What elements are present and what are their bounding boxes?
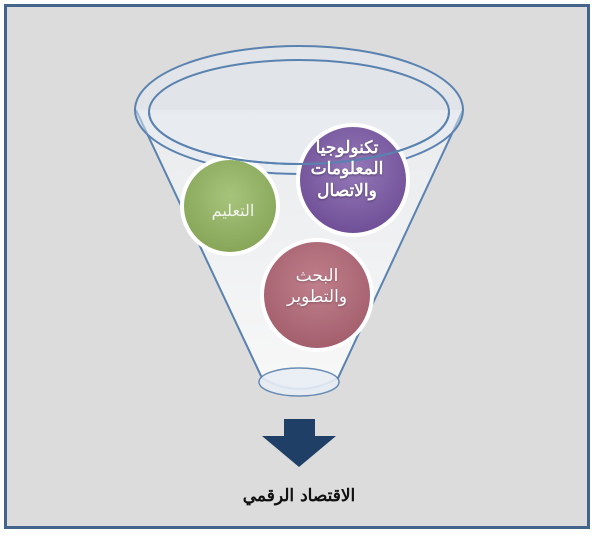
ict-label: تكنولوجيا المعلومات والاتصال [310, 138, 384, 201]
research-label: البحث والتطوير [286, 266, 348, 308]
down-arrow-icon [262, 419, 336, 467]
education-label: التعليم [211, 201, 255, 220]
digital-economy-label: الاقتصاد الرقمي [242, 486, 356, 506]
funnel-spout [258, 367, 340, 397]
research-circle [260, 238, 374, 352]
ict-circle [296, 123, 410, 237]
funnel-rim-front [148, 111, 450, 165]
